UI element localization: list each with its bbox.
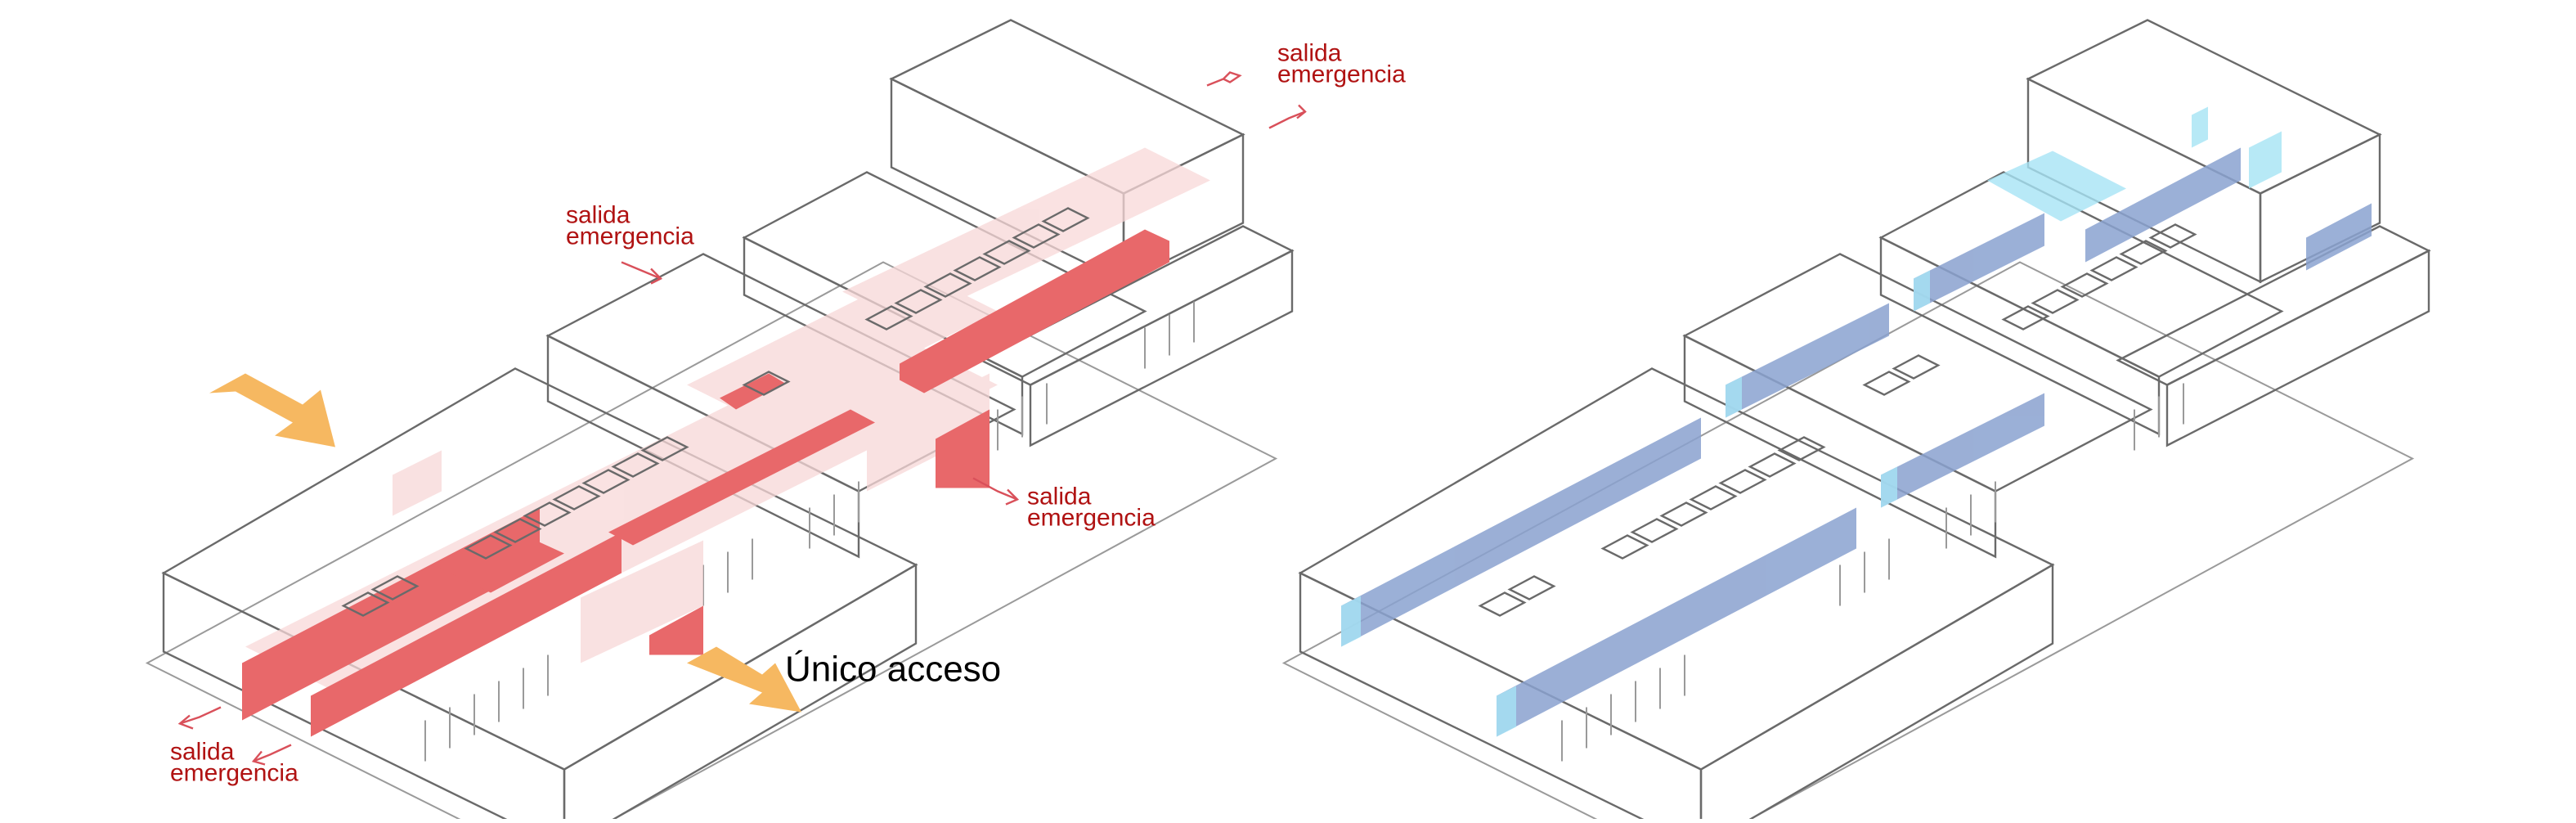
blue-volume-5 [1914, 213, 2044, 312]
exit-label-bottom-line1: salida [170, 739, 235, 766]
left-base-slab [145, 261, 1278, 823]
emergency-exit-arrows [177, 71, 1307, 766]
right-building-diagram [1281, 19, 2431, 823]
corridor-red-3 [433, 527, 564, 593]
right-cell-rows [1478, 223, 2197, 617]
access-arrows [209, 373, 801, 713]
right-end-block-face [2165, 249, 2430, 447]
single-access-label: Único acceso [785, 650, 1001, 690]
exit-label-mid-line1: salida [566, 202, 631, 229]
emergency-exit-arrow-icon [1206, 71, 1242, 87]
emergency-exit-arrow-icon [179, 706, 222, 725]
corridor-red-5 [900, 229, 1169, 394]
exit-label-mid-line2: emergencia [566, 223, 694, 250]
right-tower-side [2259, 133, 2381, 284]
left-building-diagram: salida emergencia salida emergencia sali… [145, 19, 1406, 823]
emergency-exit-arrow-icon [177, 714, 194, 730]
access-arrow-icon [209, 373, 335, 447]
exit-label-bottom-line2: emergencia [170, 760, 298, 787]
access-arrow-icon [687, 646, 801, 713]
circulation-corridors [242, 229, 1169, 737]
blue-volume-7 [2306, 203, 2372, 271]
right-middle-wing-front [1683, 334, 1997, 559]
emergency-exit-arrow-icon [1296, 104, 1307, 119]
corridor-red-4 [608, 409, 875, 546]
emergency-exit-arrow-icon [251, 750, 266, 766]
corridor-red-2 [311, 532, 622, 737]
right-main-block-side [1699, 563, 2054, 823]
left-end-block-face [1029, 249, 1294, 447]
exit-label-top-line2: emergencia [1277, 61, 1406, 88]
blue-volume-1 [1341, 417, 1701, 647]
left-cell-rows [341, 207, 1090, 617]
blue-volume-2 [1497, 507, 1856, 737]
blue-volumes [1341, 147, 2372, 737]
emergency-exit-arrow-icon [972, 477, 1018, 501]
emergency-exit-arrow-icon [650, 268, 663, 285]
corridor-red-8 [720, 373, 785, 410]
blue-volume-3 [1726, 303, 1889, 418]
left-tower-top [889, 19, 1245, 195]
corridor-red-6 [936, 409, 990, 488]
blue-volume-4 [1881, 393, 2044, 508]
right-main-block-front [1299, 571, 1703, 823]
exit-label-right-line1: salida [1027, 483, 1092, 510]
corridor-red-7 [649, 605, 703, 655]
right-facade-bays [1561, 383, 2184, 762]
emergency-exit-arrow-icon [1268, 110, 1306, 129]
emergency-exit-arrow-icon [253, 744, 292, 762]
left-main-block-front [162, 571, 566, 823]
blue-volume-6 [2085, 147, 2241, 263]
emergency-exit-arrow-icon [1005, 488, 1020, 506]
right-rear-wing-front [1879, 236, 2161, 436]
emergency-exit-arrow-icon [621, 261, 662, 280]
right-base-slab [1281, 261, 2415, 823]
exit-label-top-line1: salida [1277, 40, 1342, 67]
left-facade-bays [424, 301, 1195, 762]
exit-label-right-line2: emergencia [1027, 505, 1156, 532]
cyan-volumes [1341, 106, 2282, 737]
exit-labels: salida emergencia salida emergencia sali… [170, 40, 1406, 787]
